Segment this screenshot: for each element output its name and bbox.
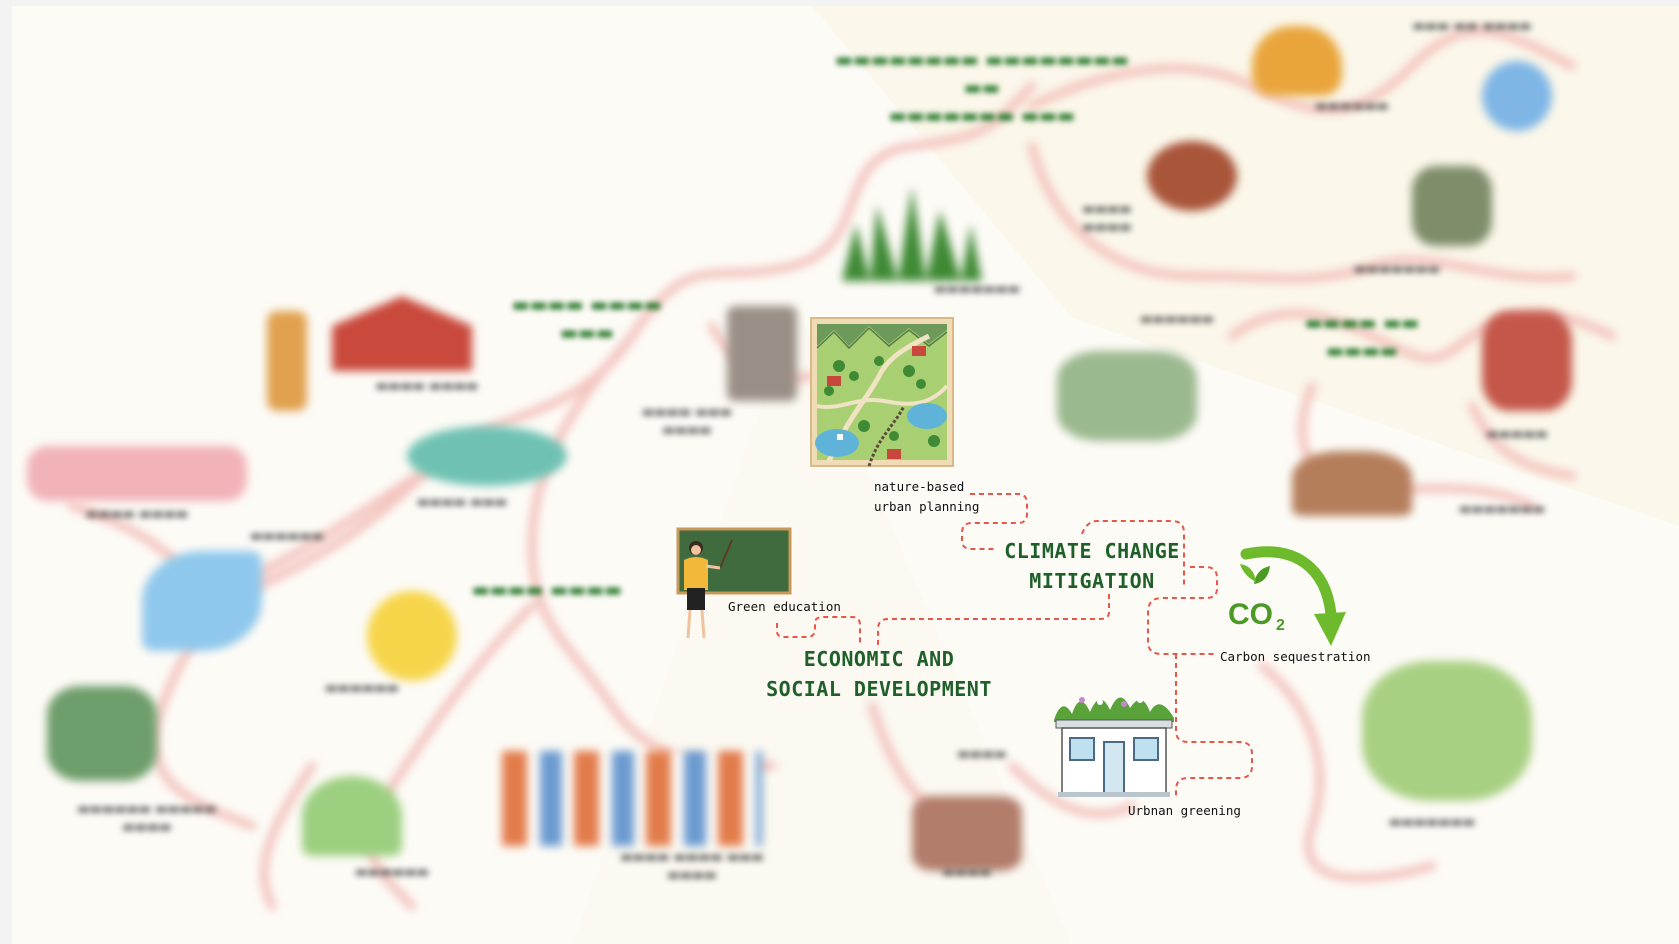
meadow-icon: [302, 776, 402, 856]
lion-icon: [1252, 26, 1342, 96]
blurred-label: ▬▬▬ ▬▬ ▬▬▬▬: [1412, 19, 1532, 34]
title-line: MITIGATION: [1029, 569, 1155, 593]
blurred-label: ▬▬▬▬ ▬▬▬: [416, 495, 508, 510]
flower-icon: [1482, 61, 1552, 131]
people-group-icon: [502, 751, 762, 846]
blurred-label: ▬▬▬▬ ▬▬▬▬▬▬▬: [641, 405, 733, 438]
blurred-heading-health: ▬▬▬▬ ▬▬▬▬: [471, 579, 623, 601]
blurred-label: ▬▬▬▬▬▬: [325, 681, 399, 696]
community-icon: [912, 796, 1022, 871]
blurred-label: ▬▬▬▬ ▬▬▬▬: [85, 507, 189, 522]
blurred-label: ▬▬▬▬▬▬▬: [934, 282, 1020, 297]
blurred-label: ▬▬▬▬: [957, 747, 1007, 762]
blurred-label: ▬▬▬▬▬▬▬: [1459, 502, 1545, 517]
blurred-label: ▬▬▬▬▬: [1486, 427, 1548, 442]
title-line: SOCIAL DEVELOPMENT: [766, 677, 992, 701]
mind-map-canvas: ▬▬▬▬▬▬▬▬ ▬▬▬▬▬▬▬▬▬▬▬▬▬▬▬▬▬ ▬▬▬ ▬▬▬▬ ▬▬▬▬…: [12, 6, 1679, 944]
climate-connectors: [776, 493, 1253, 796]
nature-based-planning-label: nature-based urban planning: [874, 477, 979, 517]
blurred-label: ▬▬▬▬▬▬: [1140, 312, 1214, 327]
blurred-label: ▬▬▬▬▬▬: [250, 529, 324, 544]
worker-icon: [1412, 166, 1492, 246]
river-icon: [142, 551, 262, 651]
mushroom-icon: [1292, 451, 1412, 516]
sun-icon: [367, 591, 457, 681]
farmer-icon: [267, 311, 307, 411]
co2-arrow-icon: CO 2: [1228, 546, 1346, 646]
blurred-label: ▬▬▬▬: [942, 865, 992, 880]
plant-icon: [1482, 311, 1572, 411]
economic-social-title: ECONOMIC AND SOCIAL DEVELOPMENT: [764, 644, 994, 704]
well-icon: [727, 306, 797, 401]
blurred-label: ▬▬▬▬ ▬▬▬▬: [375, 379, 479, 394]
climate-change-title: CLIMATE CHANGE MITIGATION: [987, 536, 1197, 596]
blurred-label: ▬▬▬▬▬▬: [1315, 99, 1389, 114]
co2-text: CO: [1228, 598, 1273, 631]
co2-subscript: 2: [1276, 617, 1285, 634]
green-education-label: Green education: [728, 599, 841, 614]
blurred-label: ▬▬▬▬▬▬▬: [1389, 815, 1475, 830]
blurred-label: ▬▬▬▬▬▬ ▬▬▬▬▬▬▬▬▬: [77, 802, 217, 835]
blurred-heading-water: ▬▬▬▬ ▬▬▬▬▬▬▬: [511, 294, 663, 344]
teacher-icon: [676, 527, 792, 639]
blurred-label: ▬▬▬▬▬▬: [355, 865, 429, 880]
blurred-label: ▬▬▬▬ ▬▬▬▬ ▬▬▬▬▬▬▬: [620, 850, 764, 883]
blurred-heading-habitat: ▬▬▬▬ ▬▬▬▬▬▬: [1304, 312, 1420, 362]
title-line: ECONOMIC AND: [803, 647, 955, 671]
blurred-heading-biodiversity: ▬▬▬▬▬▬▬▬ ▬▬▬▬▬▬▬▬▬▬▬▬▬▬▬▬▬ ▬▬▬: [835, 49, 1129, 127]
carbon-sequestration-label: Carbon sequestration: [1220, 649, 1371, 664]
urban-greening-label: Urbnan greening: [1128, 803, 1241, 818]
map-illustration: [810, 317, 954, 467]
title-line: CLIMATE CHANGE: [1004, 539, 1180, 563]
hiker-icon: [1057, 351, 1197, 441]
recycling-icon: [1362, 661, 1532, 801]
blurred-label: ▬▬▬▬▬▬▬: [1354, 262, 1440, 277]
squirrel-icon: [1147, 141, 1237, 211]
pond-icon: [407, 426, 567, 486]
label-line: nature-based: [874, 479, 965, 494]
green-roof-house-icon: [1054, 697, 1174, 797]
children-icon: [47, 686, 157, 781]
label-line: urban planning: [874, 499, 980, 514]
flower-field-icon: [27, 446, 247, 501]
blurred-label: ▬▬▬▬▬▬▬▬: [1082, 202, 1132, 235]
